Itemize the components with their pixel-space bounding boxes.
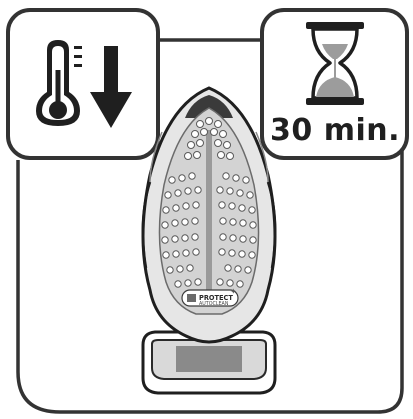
timer-label: 30 min. xyxy=(270,113,400,148)
badge-brand: PROTECT xyxy=(199,294,233,302)
timer-box: 30 min. xyxy=(262,10,407,158)
protect-autoclean-badge: PROTECT AUTOCLEAN ✦ xyxy=(182,287,238,307)
temperature-decrease-box xyxy=(8,10,158,158)
sparkle-icon: ✦ xyxy=(230,287,237,296)
badge-sub: AUTOCLEAN xyxy=(199,301,229,307)
temperature-box-frame xyxy=(8,10,158,158)
